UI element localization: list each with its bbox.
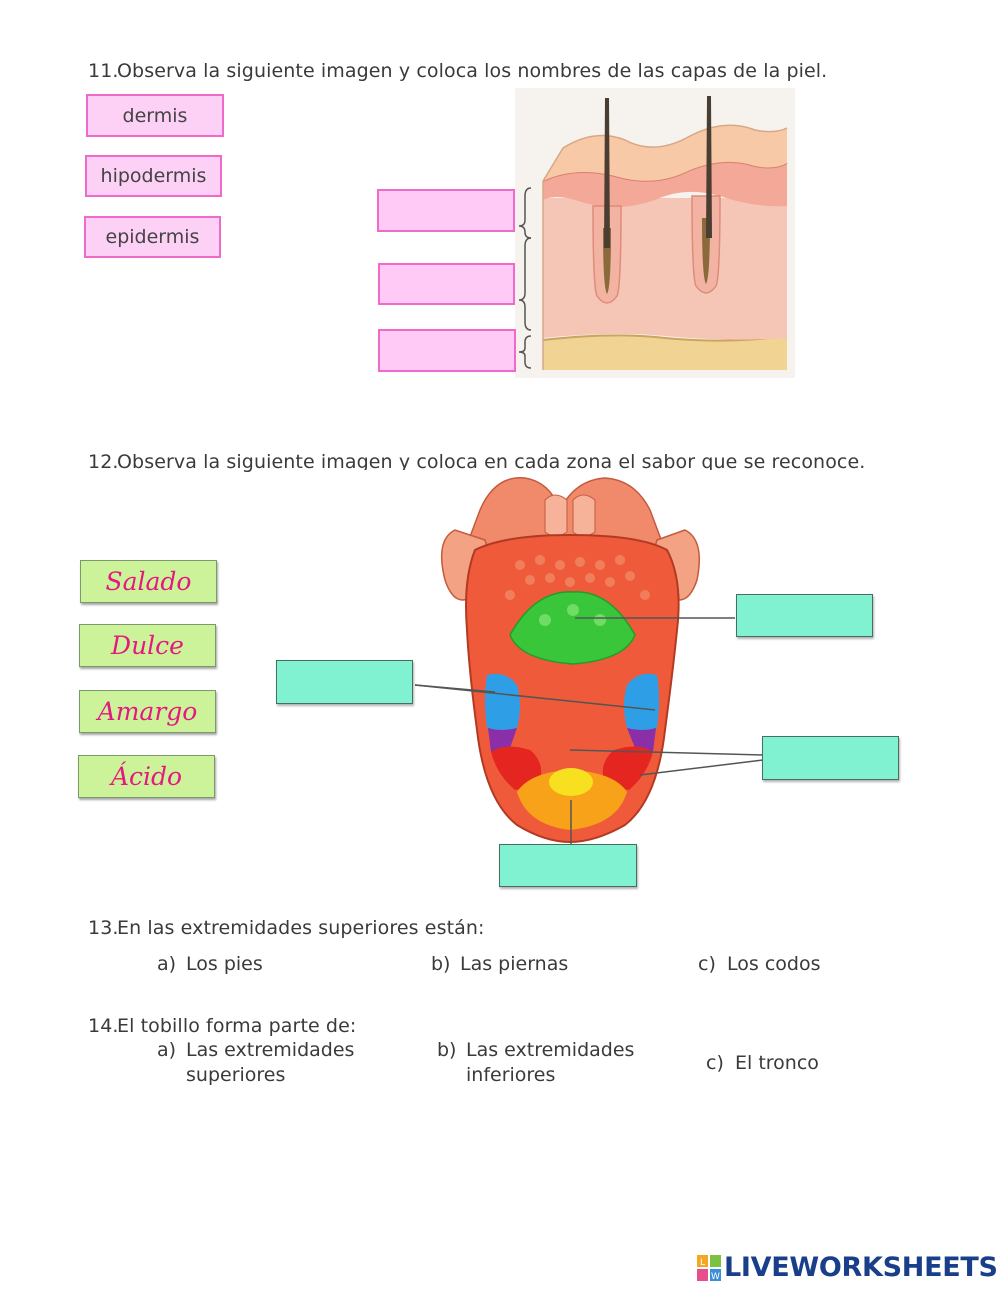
liveworksheets-logo: L W LIVEWORKSHEETS [697, 1252, 998, 1283]
option-13c[interactable]: c) Los codos [698, 952, 820, 977]
question-number: 12. [88, 451, 119, 473]
question-12: 12.Observa la siguiente imagen y coloca … [88, 451, 865, 473]
question-text: El tobillo forma parte de: [117, 1015, 357, 1037]
option-letter: b) [431, 953, 451, 975]
option-letter: a) [157, 1039, 177, 1061]
option-letter: c) [698, 953, 716, 975]
question-14: 14.El tobillo forma parte de: [88, 1015, 356, 1037]
liveworksheets-logo-icon: L W [697, 1254, 721, 1281]
draggable-option-salado[interactable]: Salado [80, 560, 217, 603]
tongue-taste-zones-illustration [305, 470, 885, 888]
drop-zone-back-tongue[interactable] [736, 594, 873, 637]
logo-text: LIVEWORKSHEETS [724, 1252, 998, 1283]
question-number: 13. [88, 917, 119, 939]
question-number: 14. [88, 1015, 119, 1037]
logo-badge-letter: W [711, 1272, 720, 1281]
option-text: El tronco [735, 1052, 819, 1074]
option-text-line2: superiores [186, 1064, 286, 1086]
drop-zone-tip-tongue[interactable] [499, 844, 637, 887]
draggable-option-amargo[interactable]: Amargo [79, 690, 216, 733]
option-text-line1: Las extremidades [186, 1039, 355, 1061]
draggable-option-dermis[interactable]: dermis [86, 94, 224, 137]
drop-zone-front-sides-tongue[interactable] [762, 736, 899, 780]
question-number: 11. [88, 60, 119, 82]
option-letter: c) [706, 1052, 724, 1074]
draggable-option-hipodermis[interactable]: hipodermis [85, 155, 222, 197]
question-text: Observa la siguiente imagen y coloca los… [117, 60, 828, 82]
option-14c[interactable]: c) El tronco [706, 1051, 819, 1076]
draggable-option-acido[interactable]: Ácido [78, 755, 215, 798]
option-14b[interactable]: b) Las extremidades inferiores [437, 1038, 634, 1088]
drop-zone-dermis-layer[interactable] [378, 263, 515, 305]
draggable-option-dulce[interactable]: Dulce [79, 624, 216, 667]
logo-badge-letter: L [700, 1258, 705, 1268]
question-text: Observa la siguiente imagen y coloca en … [117, 451, 866, 473]
option-letter: a) [157, 953, 177, 975]
option-13a[interactable]: a) Los pies [157, 952, 263, 977]
question-11: 11.Observa la siguiente imagen y coloca … [88, 60, 827, 82]
option-text: Los pies [186, 953, 263, 975]
option-text: Los codos [727, 953, 821, 975]
option-text: Las piernas [460, 953, 569, 975]
question-13: 13.En las extremidades superiores están: [88, 917, 485, 939]
option-letter: b) [437, 1039, 457, 1061]
drop-zone-sides-tongue[interactable] [276, 660, 413, 704]
option-text-line1: Las extremidades [466, 1039, 635, 1061]
skin-layers-illustration [515, 88, 795, 378]
question-text: En las extremidades superiores están: [117, 917, 485, 939]
option-text-line2: inferiores [466, 1064, 556, 1086]
option-14a[interactable]: a) Las extremidades superiores [157, 1038, 354, 1088]
draggable-option-epidermis[interactable]: epidermis [84, 216, 221, 258]
drop-zone-epidermis-layer[interactable] [377, 189, 515, 232]
drop-zone-hypodermis-layer[interactable] [378, 329, 516, 372]
option-13b[interactable]: b) Las piernas [431, 952, 568, 977]
